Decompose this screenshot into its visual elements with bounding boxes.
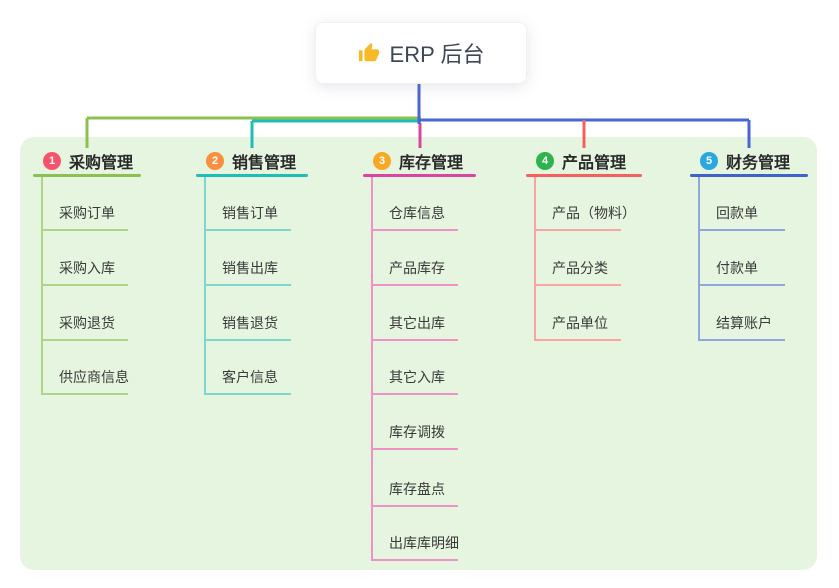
item-node[interactable]: 销售订单 (222, 205, 278, 221)
branch-title-label: 销售管理 (232, 155, 297, 172)
item-underline (698, 284, 785, 286)
branch-node-title[interactable]: 3 库存管理 (373, 150, 463, 172)
thumbs-up-icon (358, 42, 380, 64)
item-node[interactable]: 采购入库 (59, 260, 115, 276)
item-underline (41, 339, 128, 341)
branch-underline (363, 174, 476, 177)
branch-node-title[interactable]: 4 产品管理 (536, 150, 626, 172)
item-underline (698, 229, 785, 231)
item-underline (41, 229, 128, 231)
branch-underline (526, 174, 642, 177)
branch-title-label: 财务管理 (726, 155, 791, 172)
branch-underline (690, 174, 808, 177)
item-node[interactable]: 采购退货 (59, 315, 115, 331)
item-node[interactable]: 其它入库 (389, 369, 445, 385)
item-node[interactable]: 产品库存 (389, 260, 445, 276)
branch-items-connector (371, 177, 373, 561)
item-underline (371, 393, 458, 395)
item-node[interactable]: 付款单 (716, 260, 758, 276)
branch-node-title[interactable]: 2 销售管理 (206, 150, 296, 172)
root-node-label: ERP 后台 (389, 42, 485, 67)
branch-title-label: 采购管理 (69, 155, 134, 172)
item-underline (204, 284, 291, 286)
branch-title-label: 产品管理 (562, 155, 627, 172)
branch-number-badge: 2 (206, 152, 224, 170)
branch-node-title[interactable]: 5 财务管理 (700, 150, 790, 172)
branch-items-connector (698, 177, 700, 341)
item-node[interactable]: 库存调拨 (389, 424, 445, 440)
branch-items-connector (41, 177, 43, 395)
branch-items-connector (204, 177, 206, 395)
branch-number-badge: 4 (536, 152, 554, 170)
item-underline (371, 559, 458, 561)
item-underline (371, 284, 458, 286)
item-node[interactable]: 出库库明细 (389, 535, 459, 551)
item-node[interactable]: 产品（物料） (552, 205, 636, 221)
item-underline (371, 505, 458, 507)
item-underline (204, 339, 291, 341)
branch-underline (33, 174, 141, 177)
item-underline (41, 284, 128, 286)
item-node[interactable]: 回款单 (716, 205, 758, 221)
item-underline (371, 229, 458, 231)
branches-panel (20, 137, 817, 570)
item-node[interactable]: 产品分类 (552, 260, 608, 276)
branch-node-title[interactable]: 1 采购管理 (43, 150, 133, 172)
item-underline (41, 393, 128, 395)
item-node[interactable]: 库存盘点 (389, 481, 445, 497)
branch-title-label: 库存管理 (399, 155, 464, 172)
branch-items-connector (534, 177, 536, 341)
item-underline (534, 339, 621, 341)
branch-number-badge: 5 (700, 152, 718, 170)
item-node[interactable]: 其它出库 (389, 315, 445, 331)
branch-underline (196, 174, 308, 177)
item-underline (204, 229, 291, 231)
item-node[interactable]: 供应商信息 (59, 369, 129, 385)
item-node[interactable]: 销售出库 (222, 260, 278, 276)
item-node[interactable]: 采购订单 (59, 205, 115, 221)
item-node[interactable]: 结算账户 (716, 315, 772, 331)
item-underline (371, 339, 458, 341)
item-node[interactable]: 产品单位 (552, 315, 608, 331)
item-underline (534, 284, 621, 286)
root-node-erp[interactable]: ERP 后台 (315, 22, 527, 84)
item-node[interactable]: 仓库信息 (389, 205, 445, 221)
item-underline (371, 448, 458, 450)
branch-number-badge: 1 (43, 152, 61, 170)
item-underline (204, 393, 291, 395)
item-underline (698, 339, 785, 341)
branch-number-badge: 3 (373, 152, 391, 170)
item-node[interactable]: 销售退货 (222, 315, 278, 331)
item-underline (534, 229, 621, 231)
item-node[interactable]: 客户信息 (222, 369, 278, 385)
